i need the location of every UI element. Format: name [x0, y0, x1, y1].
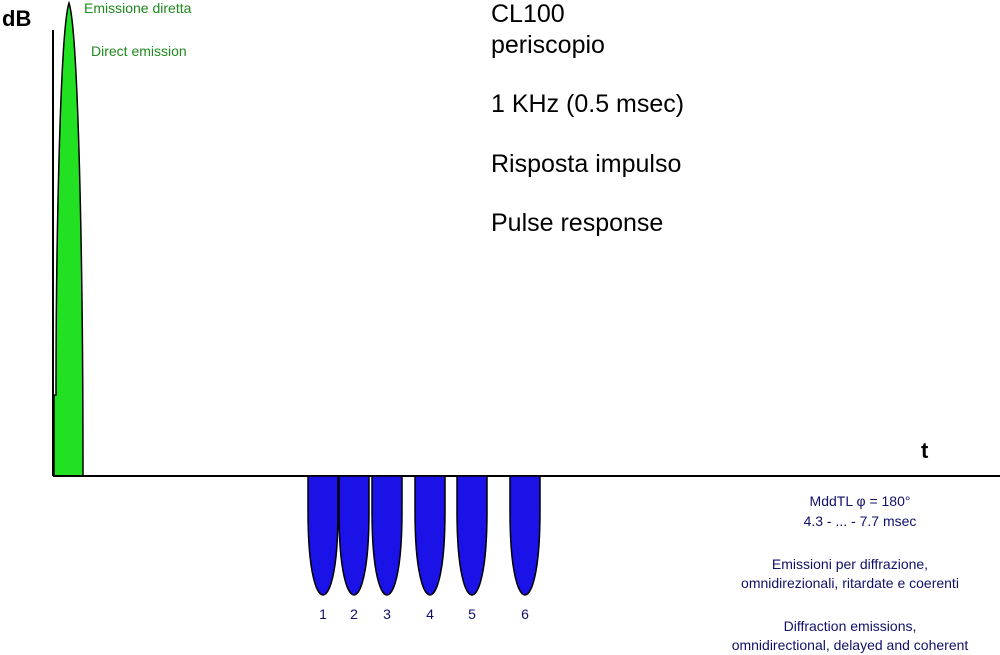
pulse-6 [509, 475, 541, 596]
pulse-4 [414, 475, 446, 596]
pulse-1 [307, 475, 339, 596]
direct-emission-label-it: Emissione diretta [84, 0, 192, 16]
note-it-line1: Emissioni per diffrazione, [771, 556, 929, 572]
title-type: periscopio [491, 31, 605, 59]
pulse-label-4: 4 [426, 606, 434, 622]
title-frequency: 1 KHz (0.5 msec) [491, 90, 685, 118]
x-axis-label: t [921, 438, 929, 463]
y-axis-label: dB [2, 6, 32, 31]
pulse-label-1: 1 [319, 606, 327, 622]
note-en-line2: omnidirectional, delayed and coherent [731, 637, 969, 653]
note-it-line2: omnidirezionali, ritardate e coerenti [741, 575, 959, 591]
pulse-label-5: 5 [468, 606, 476, 622]
pulse-label-3: 3 [383, 606, 391, 622]
title-model: CL100 [491, 0, 565, 28]
pulse-2 [338, 475, 370, 596]
pulse-label-6: 6 [521, 606, 529, 622]
note-en-line1: Diffraction emissions, [783, 618, 917, 634]
direct-emission-label-en: Direct emission [91, 43, 187, 59]
pulse-label-2: 2 [350, 606, 358, 622]
direct-emission-pulse [53, 0, 84, 477]
title-en: Pulse response [491, 209, 664, 237]
pulse-5 [456, 475, 488, 596]
note-mdd: MddTL φ = 180° [809, 493, 911, 509]
pulse-3 [371, 475, 403, 596]
delayed-pulses [307, 475, 541, 596]
note-range: 4.3 - ... - 7.7 msec [803, 513, 917, 529]
title-it: Risposta impulso [491, 150, 682, 178]
